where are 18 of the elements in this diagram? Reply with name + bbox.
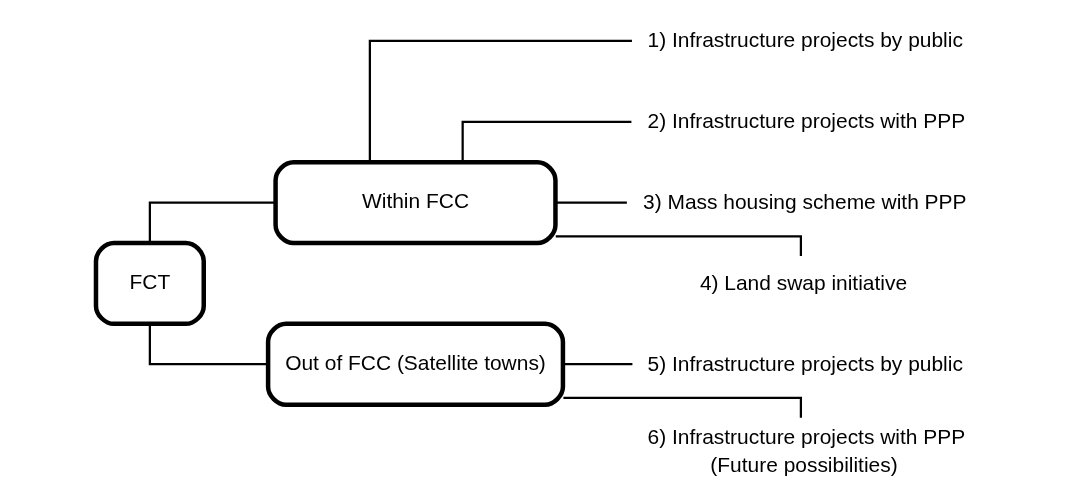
node-label: (Future possibilities) — [710, 453, 898, 477]
node-box: Within FCC — [273, 159, 558, 246]
connector — [555, 201, 627, 204]
node-text: 6) Infrastructure projects with PPP — [647, 424, 966, 448]
connector — [148, 201, 276, 243]
connector — [563, 396, 802, 418]
node-text: 2) Infrastructure projects with PPP — [647, 109, 966, 133]
connector — [461, 120, 632, 162]
node-box: FCT — [93, 240, 206, 327]
node-text: 5) Infrastructure projects by public — [647, 351, 963, 375]
connector — [148, 324, 268, 366]
node-text: 4) Land swap initiative — [699, 270, 908, 294]
connector — [563, 363, 633, 366]
connector — [368, 39, 632, 162]
node-text: 1) Infrastructure projects by public — [647, 28, 963, 52]
node-box: Out of FCC (Satellite towns) — [265, 321, 566, 407]
connector — [555, 235, 802, 256]
node-text: 3) Mass housing scheme with PPP — [643, 189, 967, 213]
